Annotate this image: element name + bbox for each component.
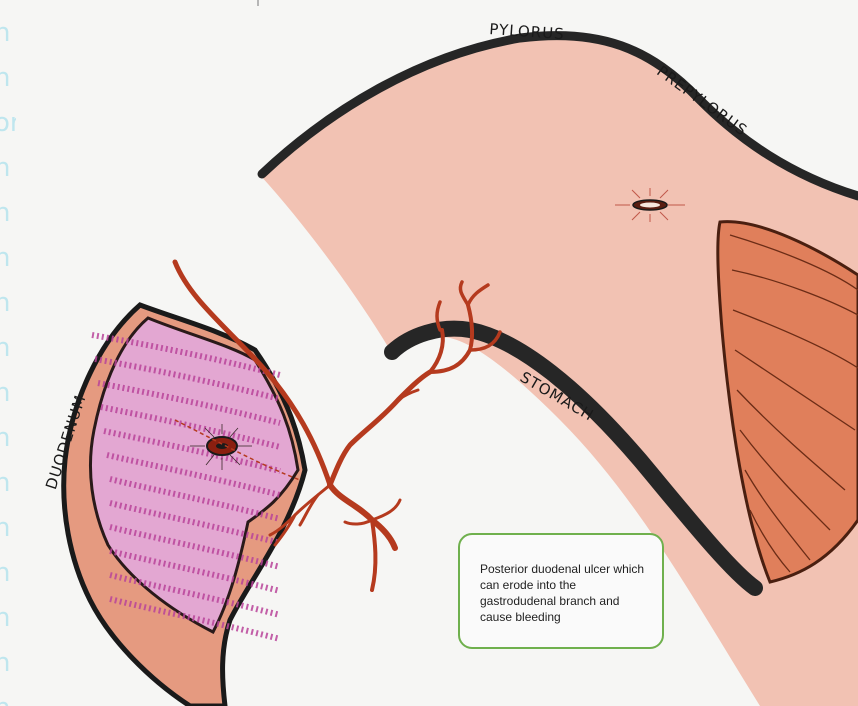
callout-box: Posterior duodenal ulcer which can erode…: [458, 533, 664, 649]
callout-text: Posterior duodenal ulcer which can erode…: [480, 561, 648, 625]
